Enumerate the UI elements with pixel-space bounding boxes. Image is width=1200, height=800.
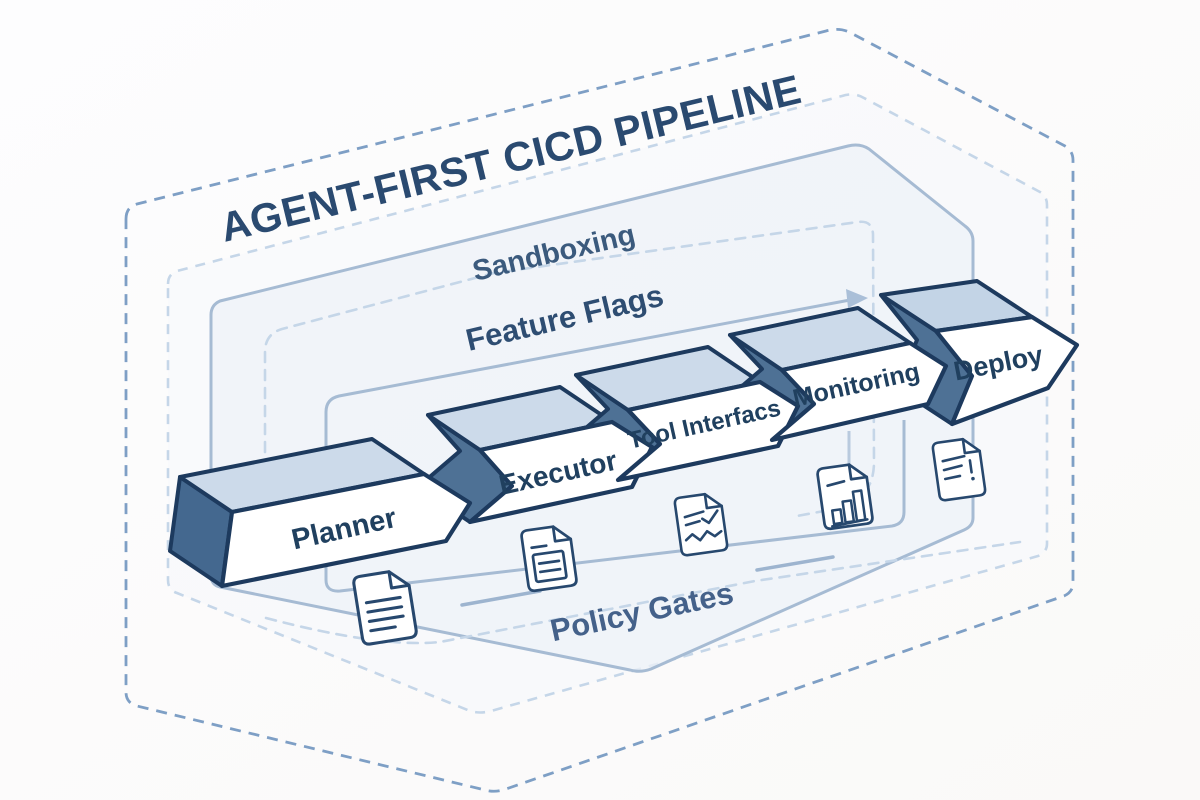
policy-gates-container	[324, 298, 906, 593]
planner-front-face	[219, 471, 473, 589]
block-front-faces	[219, 314, 1080, 589]
outer-dashed-border	[124, 28, 1075, 793]
executor-front-face	[467, 419, 655, 525]
document-lines-icon	[352, 570, 418, 646]
tool-interfaces-front-face	[615, 379, 801, 483]
document-report-icon	[520, 525, 578, 593]
document-check-icon	[673, 492, 729, 557]
deploy-front-face	[933, 314, 1080, 427]
feature-flags-dashed-border	[263, 220, 876, 562]
document-alert-icon	[931, 437, 987, 502]
policy-gates-left-rule	[460, 589, 542, 607]
feature-flags-arrow-icon	[846, 289, 868, 308]
policy-gates-right-rule	[755, 555, 835, 572]
document-chart-icon	[816, 463, 874, 531]
monitoring-front-face	[769, 340, 949, 443]
